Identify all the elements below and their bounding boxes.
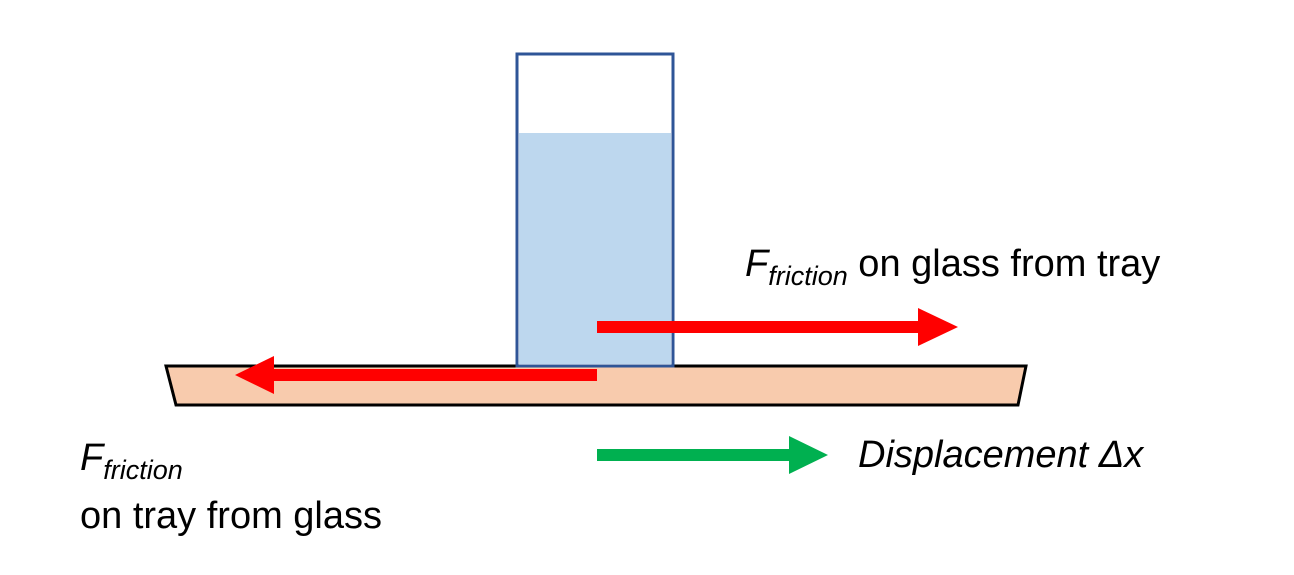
friction-on-glass-arrow-shaft: [597, 321, 922, 333]
friction-on-tray-text: on tray from glass: [80, 495, 382, 537]
friction-on-tray-subscript: friction: [103, 455, 183, 485]
friction-on-glass-text: on glass from tray: [847, 243, 1161, 285]
friction-on-tray-arrowhead: [235, 356, 274, 394]
friction-on-tray-arrow-icon: [235, 356, 597, 394]
displacement-label: Displacement Δx: [858, 434, 1144, 476]
friction-on-tray-arrow-shaft: [270, 369, 597, 381]
friction-on-glass-symbol: F: [745, 243, 769, 285]
friction-on-tray-symbol-label: Ffriction: [80, 436, 183, 485]
friction-on-glass-label: Ffriction on glass from tray: [745, 242, 1161, 291]
friction-on-glass-arrow-icon: [597, 308, 958, 346]
friction-on-glass-arrowhead: [918, 308, 958, 346]
friction-on-glass-subscript: friction: [768, 261, 848, 291]
friction-on-tray-symbol: F: [80, 437, 104, 479]
displacement-arrow-icon: [597, 436, 828, 474]
displacement-arrowhead: [789, 436, 828, 474]
displacement-arrow-shaft: [597, 449, 793, 461]
